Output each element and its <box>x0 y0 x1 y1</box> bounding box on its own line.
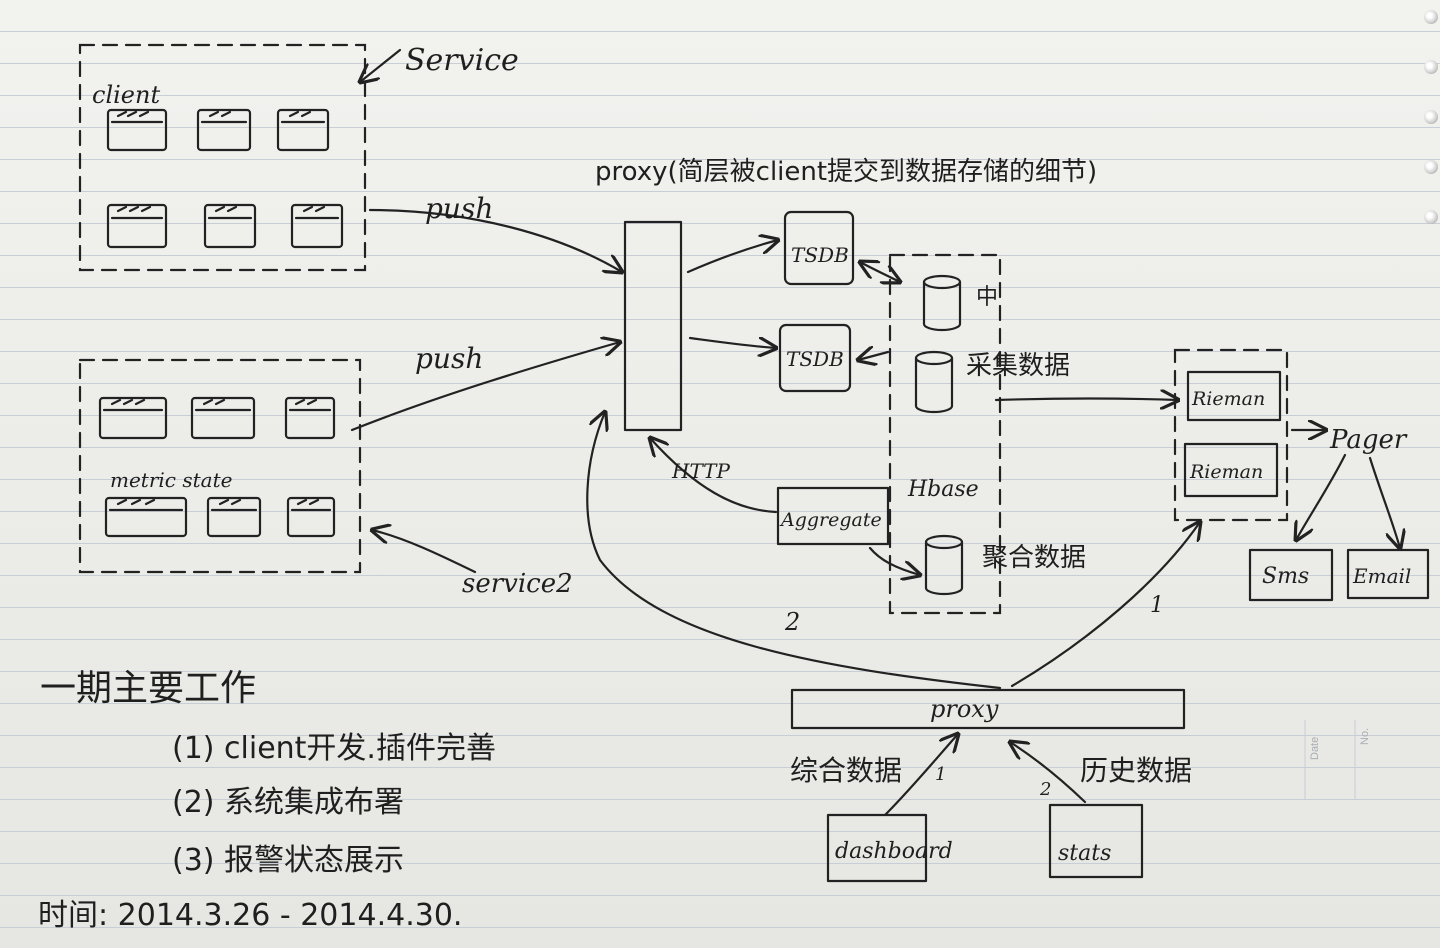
binding-ring <box>1424 160 1438 174</box>
tsdb1-hbase-arrow <box>860 262 900 282</box>
stats-label: stats <box>1058 841 1111 866</box>
margin-date: Date <box>1309 737 1321 760</box>
metric-node-icon <box>286 496 336 538</box>
hbase-boundary <box>888 253 1002 615</box>
plan-heading: 一期主要工作 <box>40 668 256 709</box>
plan-time: 时间: 2014.3.26 - 2014.4.30. <box>38 898 462 933</box>
aggregate-to-proxy-arrow <box>650 438 778 514</box>
client-node-icon <box>203 203 257 249</box>
service1-boundary <box>78 43 367 272</box>
service-label: Service <box>405 43 519 78</box>
tsdb1-label: TSDB <box>791 243 849 267</box>
client-node-icon <box>106 108 168 152</box>
route-num-2a: 2 <box>784 608 800 636</box>
binding-ring <box>1424 110 1438 124</box>
agg-data-label: 聚合数据 <box>982 543 1086 573</box>
tsdb2-box <box>778 323 852 393</box>
sms-box <box>1248 548 1334 602</box>
service1-group: Service client <box>78 43 519 272</box>
tsdb2-label: TSDB <box>786 347 844 371</box>
binding-ring <box>1424 10 1438 24</box>
riemann1-box <box>1186 370 1282 422</box>
binding-ring <box>1424 210 1438 224</box>
hbase-to-riemann-arrow <box>994 399 1178 401</box>
route-num-2b: 2 <box>1039 779 1051 800</box>
proxy-to-tsdb2-arrow <box>688 338 776 348</box>
push-arrow-bottom <box>350 342 620 432</box>
email-label: Email <box>1352 564 1411 588</box>
riemann2-box <box>1183 442 1279 498</box>
hbase-label: Hbase <box>907 477 979 502</box>
metric-node-icon <box>206 496 262 538</box>
push-label-top: push <box>425 192 493 225</box>
plan-item-1: (1) client开发.插件完善 <box>172 731 496 766</box>
route-num-1b: 1 <box>935 764 946 785</box>
synth-data-label: 综合数据 <box>790 754 902 787</box>
client-node-icon <box>106 203 168 249</box>
pager-label: Pager <box>1329 425 1408 455</box>
riemann1-label: Rieman <box>1191 388 1265 410</box>
svg-text:No.: No. <box>1359 728 1371 745</box>
client-node-icon <box>276 108 330 152</box>
service2-label: service2 <box>462 569 573 599</box>
riemann-boundary <box>1173 348 1289 522</box>
client-node-icon <box>290 203 344 249</box>
metric-node-icon <box>104 496 188 538</box>
work-plan: 一期主要工作 (1) client开发.插件完善 (2) 系统集成布署 (3) … <box>38 668 496 933</box>
proxy-bottom-to-riemann-arrow <box>1010 522 1200 688</box>
proxy-top-label: proxy(简层被client提交到数据存储的细节) <box>595 157 1097 187</box>
proxy-bottom-to-proxy-top-arrow <box>586 412 1002 690</box>
spiral-binding <box>1418 0 1440 948</box>
hbase-disk-2-icon <box>914 350 954 414</box>
aggregate-box <box>776 486 890 546</box>
stats-box <box>1048 803 1144 879</box>
hbase-disk-1-mark: 中 <box>976 285 998 310</box>
service2-group: metric state <box>78 358 362 574</box>
stats-to-proxy-arrow <box>1010 742 1087 804</box>
riemann2-label: Rieman <box>1189 461 1263 483</box>
route-num-1a: 1 <box>1150 593 1164 618</box>
dashboard-to-proxy-arrow <box>883 734 958 817</box>
service-pointer-arrow <box>360 48 402 82</box>
push-arrow-top <box>368 208 622 272</box>
hist-data-label: 历史数据 <box>1080 754 1192 787</box>
aggregate-label: Aggregate <box>779 509 882 531</box>
proxy-to-tsdb1-arrow <box>686 240 778 274</box>
metric-state-label: metric state <box>110 468 232 492</box>
hbase-disk-1-icon <box>922 274 962 332</box>
metric-node-icon <box>284 396 336 440</box>
tsdb2-hbase-arrow <box>858 352 890 360</box>
metric-node-icon <box>190 396 256 440</box>
pager-to-sms-arrow <box>1296 453 1347 540</box>
raw-data-label: 采集数据 <box>966 351 1070 381</box>
aggregate-to-hbase-arrow <box>868 546 920 575</box>
email-box <box>1346 548 1430 600</box>
plan-item-3: (3) 报警状态展示 <box>172 843 404 878</box>
dashboard-box <box>826 813 928 883</box>
client-node-icon <box>196 108 252 152</box>
proxy-bottom-label: proxy <box>930 695 999 723</box>
service2-boundary <box>78 358 362 574</box>
plan-item-2: (2) 系统集成布署 <box>172 785 404 820</box>
binding-ring <box>1424 60 1438 74</box>
dashboard-label: dashboard <box>835 839 953 864</box>
push-label-bottom: push <box>415 342 483 375</box>
client-label: client <box>92 81 160 109</box>
metric-instances <box>98 396 336 538</box>
svg-text:Date: Date <box>1309 737 1321 760</box>
sms-label: Sms <box>1262 564 1309 589</box>
tsdb1-box <box>783 210 855 286</box>
service2-arrow <box>372 530 477 574</box>
proxy-top-box <box>623 220 683 432</box>
pager-to-email-arrow <box>1368 456 1400 548</box>
proxy-bottom-box <box>790 688 1186 730</box>
client-instances <box>106 108 344 249</box>
hbase-disk-3-icon <box>924 534 964 596</box>
margin-no: No. <box>1359 728 1371 745</box>
metric-node-icon <box>98 396 168 440</box>
http-label: HTTP <box>671 459 730 483</box>
